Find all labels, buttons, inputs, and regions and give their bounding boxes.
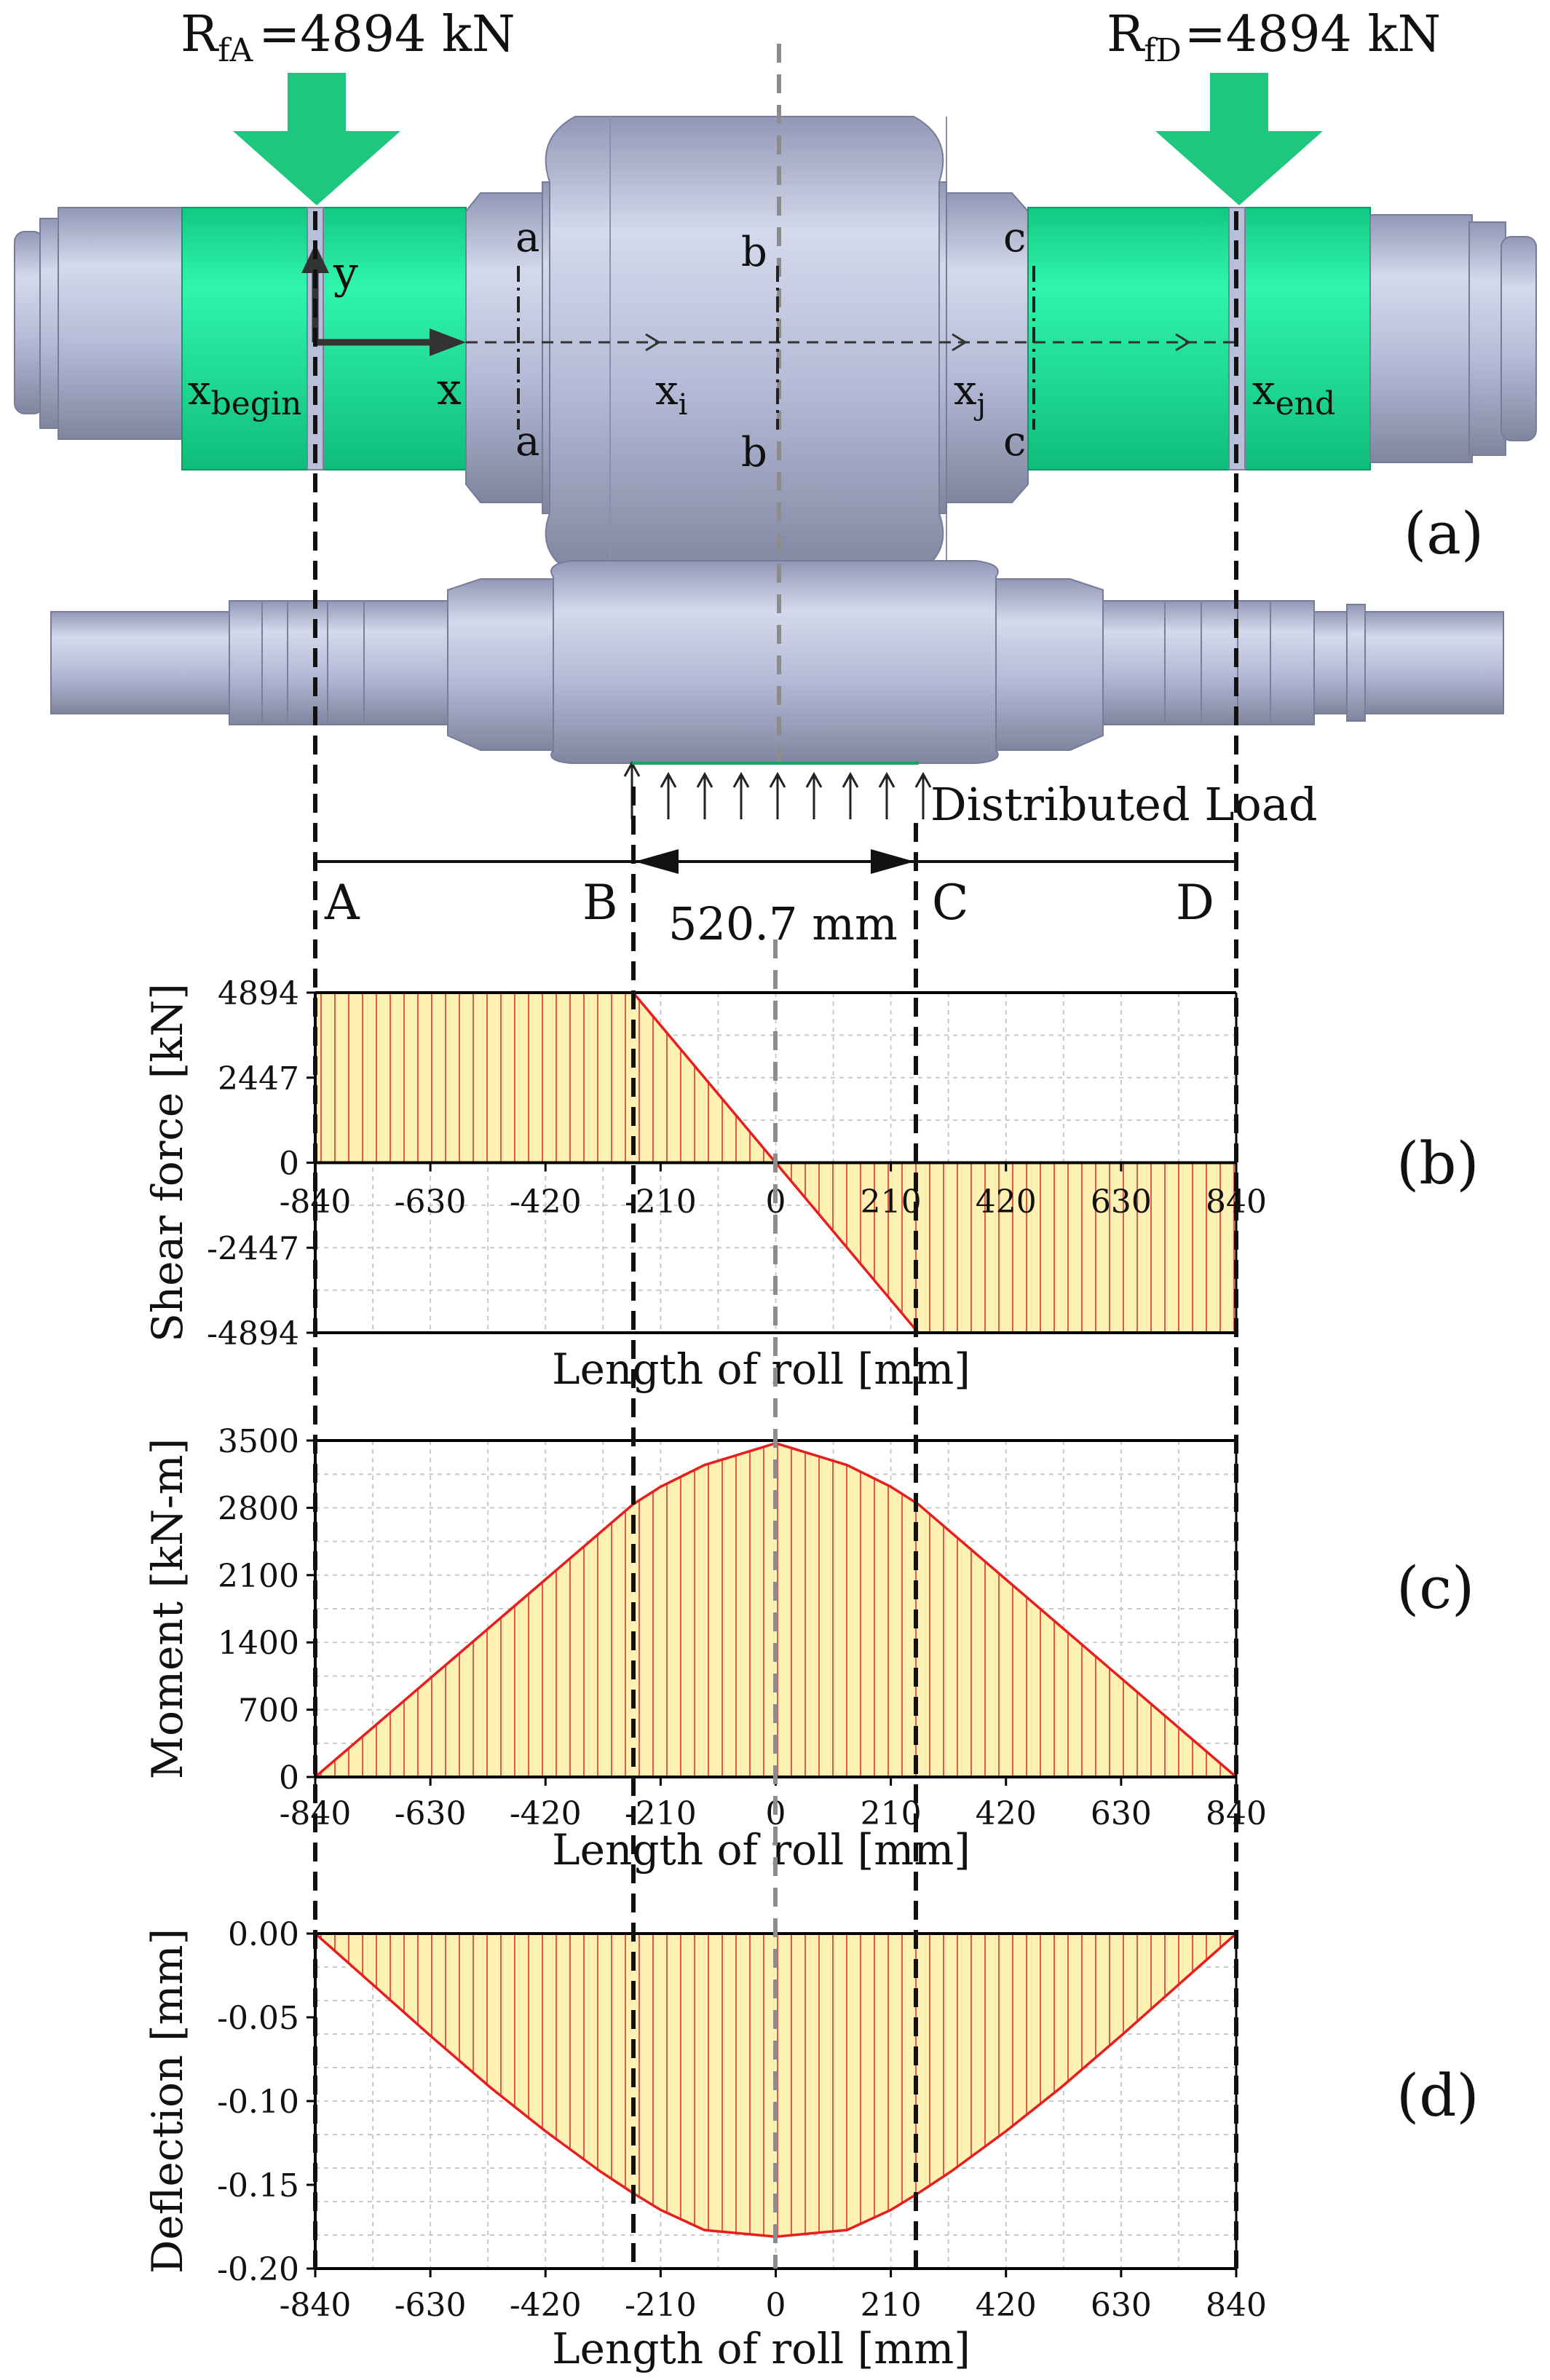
x-axis-title: Length of roll [mm]	[552, 2324, 970, 2373]
x-axis-label: x	[437, 364, 462, 415]
upper-roll-right-neck	[1369, 214, 1537, 463]
y-axis-title: Moment [kN-m]	[143, 1438, 192, 1779]
x-tick-label: 420	[976, 1795, 1037, 1832]
x-tick-label: 420	[976, 2287, 1037, 2324]
lower-roll	[50, 560, 1504, 764]
force-arrow-left-icon	[233, 73, 400, 205]
area-fill	[315, 1443, 1236, 1777]
x-tick-label: -630	[395, 2287, 467, 2324]
x-tick-label: -420	[510, 1795, 582, 1832]
x-tick-label: -420	[510, 2287, 582, 2324]
x-tick-label: 630	[1091, 1795, 1152, 1832]
panel-label: (b)	[1396, 1130, 1479, 1197]
y-tick-label: -0.15	[217, 2167, 299, 2204]
y-tick-label: 3500	[218, 1423, 299, 1460]
x-tick-label: -210	[625, 2287, 697, 2324]
x-begin-label: xbegin	[188, 367, 301, 422]
span-arrow-left-icon	[635, 849, 679, 874]
distributed-load-arrows	[623, 760, 932, 819]
panel-label: (d)	[1396, 2062, 1479, 2129]
x-end-label: xend	[1252, 367, 1335, 422]
section-c-bottom: c	[1003, 418, 1026, 465]
y-tick-label: -2447	[207, 1230, 299, 1267]
panel-a-label: (a)	[1404, 500, 1484, 567]
right-bearing	[1027, 207, 1371, 470]
x-j-label: xj	[954, 367, 986, 422]
section-b-top: b	[741, 229, 767, 276]
upper-roll-right-shoulder	[938, 181, 1029, 514]
y-tick-label: 4894	[218, 975, 299, 1012]
x-tick-label: -630	[395, 1183, 467, 1221]
guide-lines	[313, 211, 1238, 2269]
x-tick-label: -630	[395, 1795, 467, 1832]
x-tick-label: -420	[510, 1183, 582, 1221]
span-arrow-right-icon	[871, 849, 914, 874]
x-axis-title: Length of roll [mm]	[552, 1825, 970, 1875]
x-tick-label: -210	[625, 1795, 697, 1832]
x-tick-label: 630	[1091, 2287, 1152, 2324]
point-c-label: C	[932, 875, 969, 931]
panel-a: RfA=4894 kN RfD=4894 kN y x a a b b c c …	[14, 6, 1537, 950]
y-axis-title: Deflection [mm]	[143, 1928, 192, 2274]
x-tick-label: 630	[1091, 1183, 1152, 1221]
x-tick-label: 210	[861, 1183, 922, 1221]
x-tick-label: -210	[625, 1183, 697, 1221]
section-a-bottom: a	[515, 418, 539, 465]
upper-roll-barrel	[545, 116, 944, 576]
force-arrow-right-icon	[1155, 73, 1323, 205]
y-tick-label: 2100	[218, 1558, 299, 1595]
x-tick-label: 210	[861, 2287, 922, 2324]
y-tick-label: -4894	[207, 1315, 299, 1352]
y-tick-label: 2800	[218, 1490, 299, 1527]
y-axis-title: Shear force [kN]	[143, 983, 192, 1342]
y-tick-label: -0.10	[217, 2084, 299, 2121]
chart-panels: 4894 2447 0 -2447 -4894 -840 -630 -420 -210 0 210 4…	[143, 939, 1479, 2373]
force-label-left: RfA=4894 kN	[181, 6, 515, 69]
point-d-label: D	[1176, 875, 1214, 931]
distributed-load-label: Distributed Load	[930, 778, 1318, 831]
section-a-top: a	[515, 214, 539, 261]
section-b-bottom: b	[741, 429, 767, 476]
x-axis-title: Length of roll [mm]	[552, 1344, 970, 1394]
point-b-label: B	[582, 875, 618, 931]
x-axis-arrowhead-icon	[430, 328, 466, 356]
y-tick-label: 1400	[218, 1625, 299, 1662]
chart-deflection: 0.00 -0.05 -0.10 -0.15 -0.20-840 -630 -420 -210…	[143, 1916, 1479, 2373]
chart-moment: 07001400210028003500-840-630-420-2100210…	[143, 1423, 1474, 1875]
x-tick-label: 0	[766, 2287, 786, 2324]
span-length-label: 520.7 mm	[668, 897, 898, 950]
y-tick-label: 2447	[218, 1060, 299, 1098]
y-tick-label: -0.05	[217, 2000, 299, 2037]
chart-shear: 489424470-2447-4894-840-630-420-21002104…	[143, 975, 1479, 1394]
y-tick-label: -0.20	[217, 2251, 299, 2288]
point-a-label: A	[324, 875, 360, 931]
upper-roll-left-neck	[14, 207, 186, 440]
y-tick-label: 0	[279, 1146, 299, 1183]
y-tick-label: 0.00	[228, 1916, 299, 1953]
y-axis-label: y	[333, 248, 358, 299]
x-tick-label: -840	[280, 2287, 352, 2324]
x-tick-label: 840	[1206, 2287, 1267, 2324]
y-tick-label: 700	[238, 1693, 299, 1730]
x-tick-label: 420	[976, 1183, 1037, 1221]
section-c-top: c	[1003, 214, 1026, 261]
x-tick-label: 210	[861, 1795, 922, 1832]
x-i-label: xi	[655, 367, 687, 422]
force-label-right: RfD=4894 kN	[1107, 6, 1441, 69]
y-tick-label: 0	[279, 1760, 299, 1797]
panel-label: (c)	[1396, 1554, 1474, 1622]
